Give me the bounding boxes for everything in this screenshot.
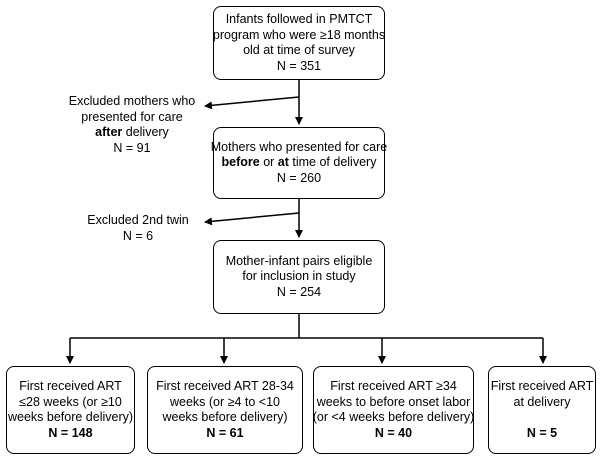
box-eligible-pairs: Mother-infant pairs eligible for inclusi… — [213, 240, 385, 314]
note-excluded-twin: Excluded 2nd twin N = 6 — [87, 213, 189, 243]
arrow-exclude-twin — [204, 212, 300, 226]
arrow-exclude-after-delivery — [204, 96, 300, 110]
box-group-ge34-weeks: First received ART ≥34 weeks to before o… — [313, 366, 474, 454]
box-infants-followed: Infants followed in PMTCT program who we… — [213, 6, 385, 80]
box-mothers-before-or-at-delivery: Mothers who presented for care before or… — [211, 127, 387, 199]
box-group-at-delivery: First received ART at delivery N = 5 — [488, 366, 596, 454]
box-group-28-34-weeks: First received ART 28-34 weeks (or ≥4 to… — [147, 366, 303, 454]
box-group-le28-weeks: First received ART ≤28 weeks (or ≥10 wee… — [6, 366, 135, 454]
note-excluded-after-delivery: Excluded mothers who presented for care … — [68, 94, 196, 155]
